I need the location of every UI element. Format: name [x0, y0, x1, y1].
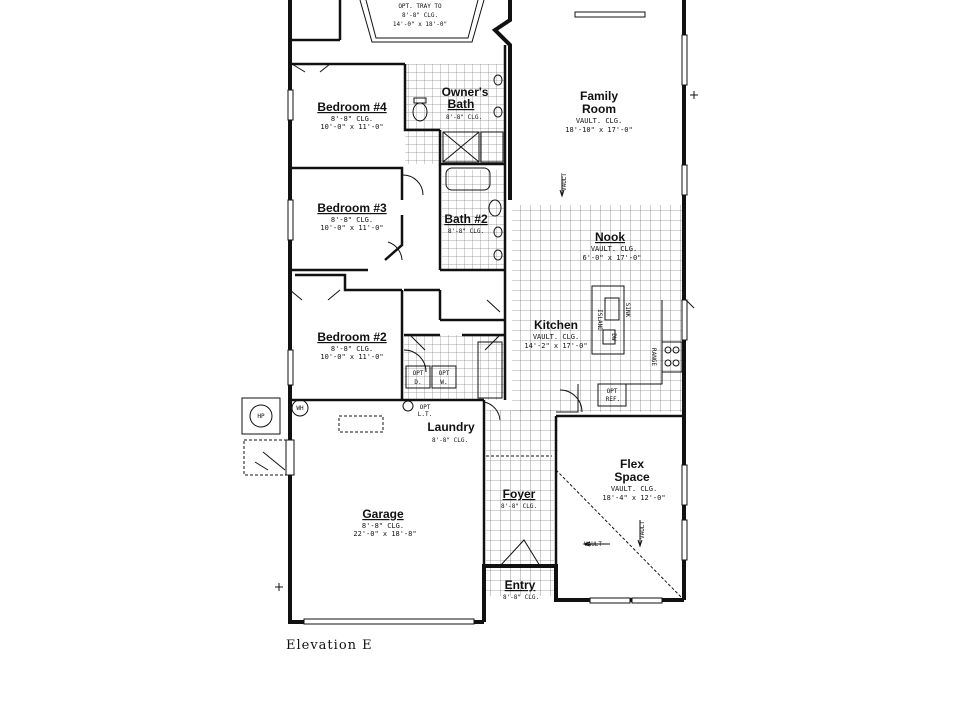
- family-room-size: 18'-10" x 17'-0": [565, 126, 632, 134]
- bedroom2-name: Bedroom #2: [317, 330, 387, 344]
- nook-label: Nook VAULT. CLG. 6'-0" x 17'-0": [582, 230, 641, 262]
- owners-bath-name-1: Owner's: [442, 85, 489, 99]
- garage-size: 22'-0" x 18'-8": [353, 530, 416, 538]
- dishwasher-label: DW: [610, 333, 617, 341]
- flex-space-name-2: Space: [614, 470, 650, 484]
- bedroom4-label: Bedroom #4 8'-8" CLG. 10'-0" x 11'-0": [317, 100, 387, 131]
- family-room-clg: VAULT. CLG.: [576, 117, 622, 125]
- tiled-floors: [404, 64, 684, 596]
- bedroom2-size: 10'-0" x 11'-0": [320, 353, 383, 361]
- water-heater-label: WH: [296, 405, 304, 412]
- family-room-label: Family Room VAULT. CLG. 18'-10" x 17'-0"…: [561, 89, 633, 191]
- owners-bath-clg: 8'-8" CLG.: [446, 114, 482, 121]
- kitchen-size: 14'-2" x 17'-0": [524, 342, 587, 350]
- kitchen-clg: VAULT. CLG.: [533, 333, 579, 341]
- heat-pump-label: HP: [257, 413, 265, 420]
- opt-ref-label-2: REF.: [606, 396, 620, 403]
- laundry-label: Laundry 8'-8" CLG. OPT D. OPT W. OPT L.T…: [413, 370, 475, 444]
- bath2-name: Bath #2: [444, 212, 488, 226]
- garage-label: Garage 8'-8" CLG. 22'-0" x 18'-8" WH: [296, 405, 416, 538]
- windows: [285, 11, 688, 625]
- kitchen-name: Kitchen: [534, 318, 578, 332]
- fixtures: [241, 0, 698, 601]
- entry-name: Entry: [505, 578, 536, 592]
- foyer-name: Foyer: [503, 487, 536, 501]
- bedroom3-label: Bedroom #3 8'-8" CLG. 10'-0" x 11'-0": [317, 201, 387, 232]
- owners-bath-label: Owner's Bath 8'-8" CLG.: [442, 85, 489, 121]
- range-label: RANGE: [650, 348, 657, 366]
- laundry-name: Laundry: [427, 420, 475, 434]
- bedroom2-label: Bedroom #2 8'-8" CLG. 10'-0" x 11'-0": [317, 330, 387, 361]
- flex-space-clg: VAULT. CLG.: [611, 485, 657, 493]
- laundry-clg: 8'-8" CLG.: [432, 437, 468, 444]
- nook-name: Nook: [595, 230, 625, 244]
- owners-suite-size: 14'-0" x 18'-0": [393, 21, 447, 28]
- flex-space-name-1: Flex: [620, 457, 644, 471]
- garage-name: Garage: [362, 507, 404, 521]
- opt-dryer-2: D.: [414, 379, 421, 386]
- island-label: ISLAND: [596, 309, 603, 331]
- flex-space-label: Flex Space VAULT. CLG. 18'-4" x 12'-0" V…: [584, 457, 666, 548]
- opt-laundry-tub-2: L.T.: [418, 411, 432, 418]
- family-room-name-2: Room: [582, 102, 616, 116]
- elevation-caption: Elevation E: [286, 638, 373, 653]
- owners-suite-label: OPT. TRAY TO 8'-8" CLG. 14'-0" x 18'-0": [393, 3, 447, 28]
- family-room-name-1: Family: [580, 89, 618, 103]
- entry-label: Entry 8'-8" CLG.: [503, 578, 539, 601]
- nook-size: 6'-0" x 17'-0": [582, 254, 641, 262]
- opt-washer-1: OPT: [439, 370, 450, 377]
- flex-space-size: 18'-4" x 12'-0": [602, 494, 665, 502]
- bath2-label: Bath #2 8'-8" CLG.: [444, 212, 488, 235]
- bedroom4-clg: 8'-8" CLG.: [331, 115, 373, 123]
- entry-clg: 8'-8" CLG.: [503, 594, 539, 601]
- foyer-label: Foyer 8'-8" CLG.: [501, 487, 537, 510]
- sink-label: SINK: [624, 303, 631, 318]
- bedroom3-clg: 8'-8" CLG.: [331, 216, 373, 224]
- room-labels: OPT. TRAY TO 8'-8" CLG. 14'-0" x 18'-0" …: [257, 3, 665, 601]
- owners-suite-clg: 8'-8" CLG.: [402, 12, 438, 19]
- flex-vault-note-v: VAULT: [639, 521, 646, 539]
- family-vault-note: VAULT: [561, 173, 568, 191]
- garage-clg: 8'-8" CLG.: [362, 522, 404, 530]
- bedroom3-name: Bedroom #3: [317, 201, 387, 215]
- owners-suite-tray: OPT. TRAY TO: [398, 3, 442, 10]
- bedroom3-size: 10'-0" x 11'-0": [320, 224, 383, 232]
- opt-dryer-1: OPT: [413, 370, 424, 377]
- opt-ref-label-1: OPT: [607, 388, 618, 395]
- bedroom2-clg: 8'-8" CLG.: [331, 345, 373, 353]
- bedroom4-size: 10'-0" x 11'-0": [320, 123, 383, 131]
- foyer-clg: 8'-8" CLG.: [501, 503, 537, 510]
- interior-walls: [290, 0, 684, 600]
- flex-vault-note-h: VAULT: [584, 541, 602, 548]
- owners-bath-name-2: Bath: [448, 97, 475, 111]
- nook-clg: VAULT. CLG.: [591, 245, 637, 253]
- bath2-clg: 8'-8" CLG.: [448, 228, 484, 235]
- kitchen-label: Kitchen VAULT. CLG. 14'-2" x 17'-0" ISLA…: [524, 303, 657, 403]
- bedroom4-name: Bedroom #4: [317, 100, 387, 114]
- opt-washer-2: W.: [440, 379, 447, 386]
- opt-laundry-tub-1: OPT: [420, 404, 431, 411]
